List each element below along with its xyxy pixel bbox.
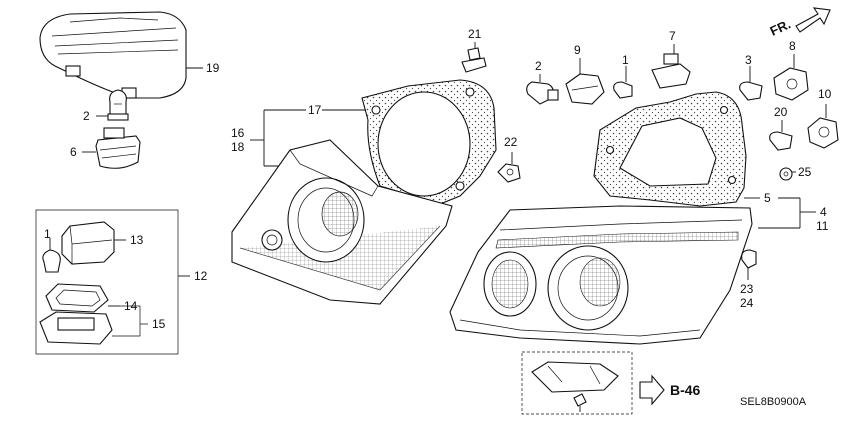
callout-2: 2	[535, 59, 542, 73]
callout-21: 21	[468, 27, 482, 41]
socket-7	[651, 53, 691, 89]
gasket-5	[593, 91, 747, 207]
left-lamp-housing	[231, 139, 453, 305]
callout-3: 3	[745, 53, 752, 67]
callout-22: 22	[504, 135, 518, 149]
callout-18: 18	[231, 140, 245, 154]
callout-20: 20	[774, 105, 788, 119]
high-mount-stop-light	[39, 11, 187, 99]
bulb-3	[739, 81, 763, 101]
right-lamp-housing	[449, 205, 753, 345]
clip-25	[779, 167, 793, 181]
socket-6	[95, 127, 141, 169]
callout-13: 13	[130, 233, 144, 247]
callout-10: 10	[818, 87, 832, 101]
gasket-17	[361, 79, 497, 205]
clip-21	[461, 47, 487, 73]
diagram-code: SEL8B0900A	[740, 396, 807, 408]
callout-12: 12	[194, 269, 208, 283]
license-light-group	[35, 209, 190, 355]
bulb-2-left	[107, 89, 129, 121]
callout-6: 6	[70, 145, 77, 159]
front-direction-arrow	[795, 7, 831, 33]
b46-reference-inset	[521, 351, 665, 415]
callout-19: 19	[206, 61, 220, 75]
socket-10	[807, 117, 839, 149]
callout-2-left: 2	[83, 109, 90, 123]
socket-9	[565, 73, 605, 105]
callout-4: 4	[820, 205, 827, 219]
callout-9: 9	[574, 43, 581, 57]
callout-1: 1	[622, 53, 629, 67]
callout-7: 7	[669, 29, 676, 43]
callout-1-license: 1	[44, 227, 51, 241]
callout-17: 17	[308, 103, 322, 117]
callout-8: 8	[789, 39, 796, 53]
bulb-20	[769, 131, 793, 151]
callout-25: 25	[798, 165, 812, 179]
callout-16: 16	[231, 126, 245, 140]
callout-5: 5	[764, 191, 771, 205]
callout-11: 11	[816, 219, 829, 233]
bulb-1-top	[613, 81, 633, 99]
callout-14: 14	[124, 299, 138, 313]
bulb-2-center	[526, 81, 559, 105]
bulb-23-24	[741, 249, 757, 269]
callout-23: 23	[740, 282, 754, 296]
reference-page-label[interactable]: B-46	[670, 382, 701, 398]
socket-8	[773, 67, 809, 101]
callout-24: 24	[740, 296, 754, 310]
clip-22	[497, 163, 521, 183]
callout-15: 15	[152, 317, 166, 331]
